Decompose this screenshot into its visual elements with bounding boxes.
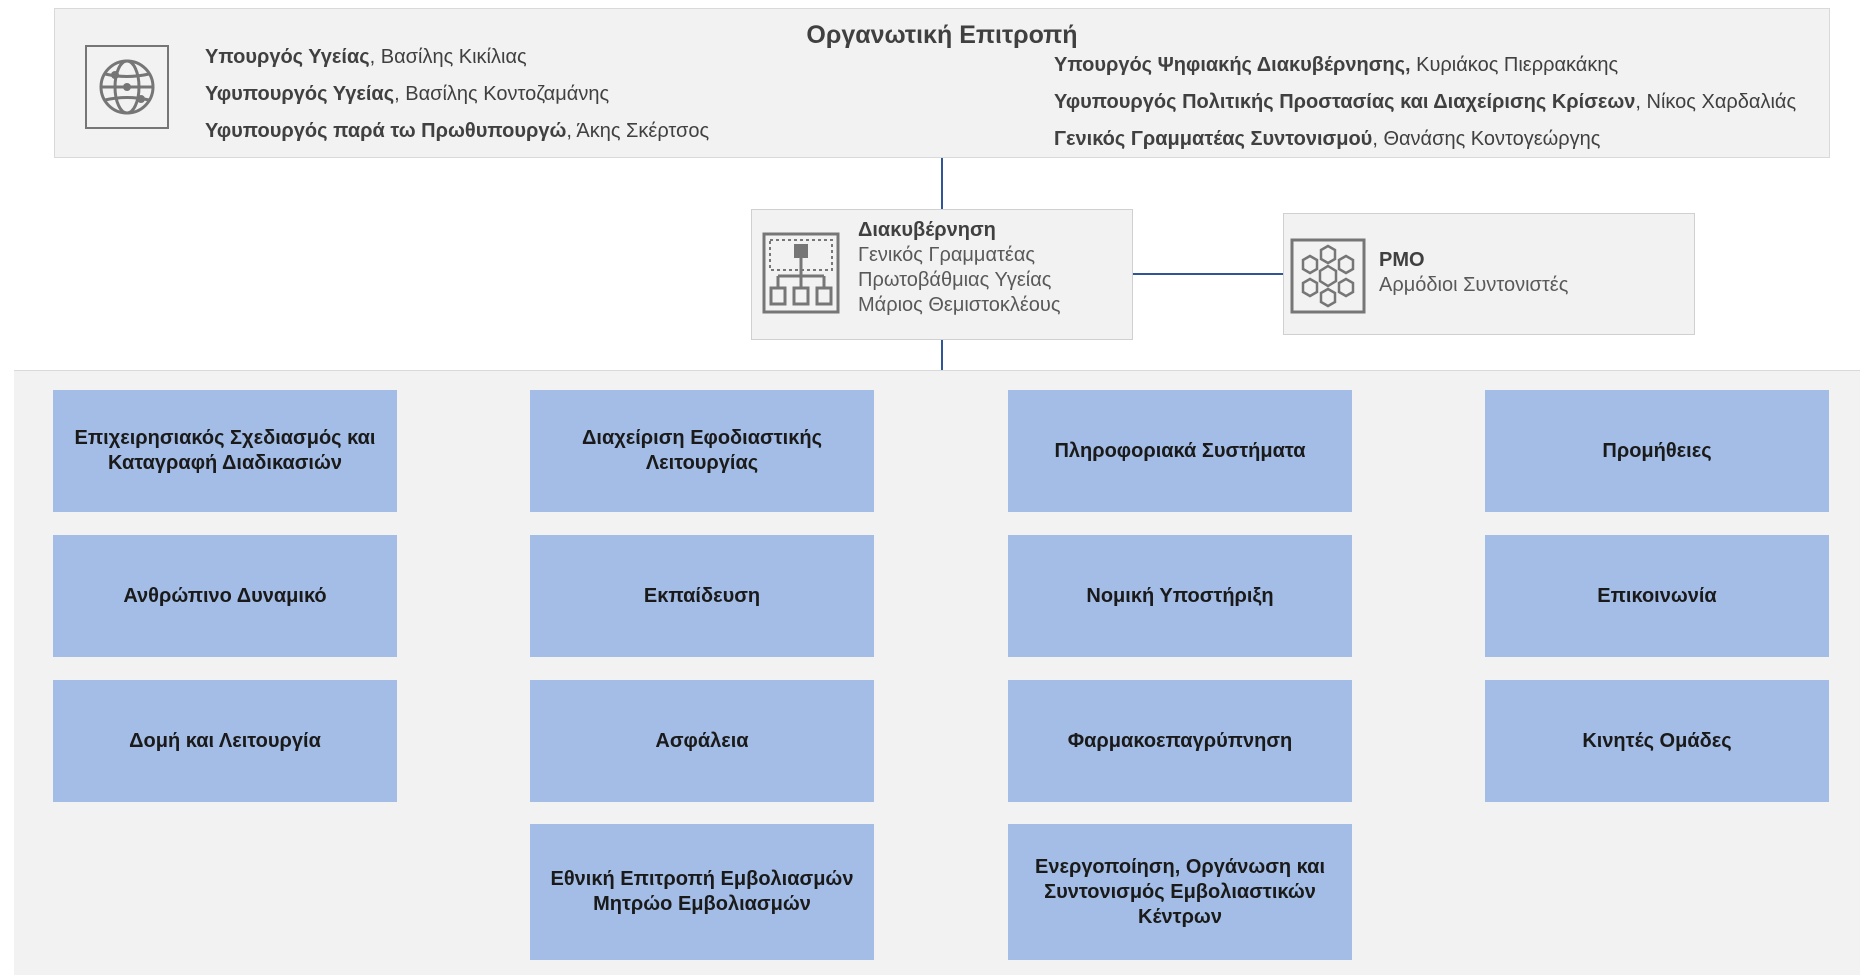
org-hierarchy-icon xyxy=(762,232,840,314)
unit-mobile-teams: Κινητές Ομάδες xyxy=(1485,680,1829,802)
governance-line: Γενικός Γραμματέας xyxy=(858,244,1036,266)
governance-line: Πρωτοβάθμιας Υγείας xyxy=(858,269,1052,291)
pmo-title: PMO xyxy=(1379,249,1425,271)
hexagon-network-icon xyxy=(1290,238,1366,314)
connector-committee-governance xyxy=(941,158,943,209)
organizing-committee-title: Οργανωτική Επιτροπή xyxy=(806,21,1078,49)
unit-legal-support: Νομική Υποστήριξη xyxy=(1008,535,1352,657)
governance-line: Μάριος Θεμιστοκλέους xyxy=(858,294,1061,316)
member-minister-health: Υπουργός Υγείας, Βασίλης Κικίλιας xyxy=(205,46,527,69)
governance-title: Διακυβέρνηση xyxy=(858,219,996,241)
member-name: , Βασίλης Κοντοζαμάνης xyxy=(394,83,610,105)
unit-human-resources: Ανθρώπινο Δυναμικό xyxy=(53,535,397,657)
member-name: , Άκης Σκέρτσος xyxy=(566,120,710,142)
member-name: , Βασίλης Κικίλιας xyxy=(369,46,527,68)
unit-structure-operation: Δομή και Λειτουργία xyxy=(53,680,397,802)
member-minister-digital-governance: Υπουργός Ψηφιακής Διακυβέρνησης, Κυριάκο… xyxy=(1054,54,1618,77)
member-role: Υφυπουργός παρά τω Πρωθυπουργώ xyxy=(205,120,567,142)
unit-information-systems: Πληροφοριακά Συστήματα xyxy=(1008,390,1352,512)
unit-training: Εκπαίδευση xyxy=(530,535,874,657)
unit-security: Ασφάλεια xyxy=(530,680,874,802)
unit-communication: Επικοινωνία xyxy=(1485,535,1829,657)
globe-network-icon-graphic xyxy=(99,59,155,115)
unit-pharmacovigilance: Φαρμακοεπαγρύπνηση xyxy=(1008,680,1352,802)
member-secretary-general-coordination: Γενικός Γραμματέας Συντονισμού, Θανάσης … xyxy=(1054,128,1600,151)
member-role: Υπουργός Ψηφιακής Διακυβέρνησης, xyxy=(1054,54,1411,76)
pmo-subtitle: Αρμόδιοι Συντονιστές xyxy=(1379,274,1569,296)
connector-governance-units xyxy=(941,340,943,371)
member-name: Κυριάκος Πιερρακάκης xyxy=(1410,54,1619,76)
pmo-node: PMO Αρμόδιοι Συντονιστές xyxy=(1283,213,1695,335)
member-role: Υπουργός Υγείας xyxy=(205,46,370,68)
pmo-text: PMO Αρμόδιοι Συντονιστές xyxy=(1379,248,1568,298)
member-role: Υφυπουργός Πολιτικής Προστασίας και Διαχ… xyxy=(1054,91,1636,113)
globe-network-icon xyxy=(85,45,169,129)
governance-node: Διακυβέρνηση Γενικός Γραμματέας Πρωτοβάθ… xyxy=(751,209,1133,340)
member-deputy-minister-health: Υφυπουργός Υγείας, Βασίλης Κοντοζαμάνης xyxy=(205,83,609,106)
unit-vaccination-committee-registry: Εθνική Επιτροπή Εμβολιασμών Μητρώο Εμβολ… xyxy=(530,824,874,960)
member-role: Υφυπουργός Υγείας xyxy=(205,83,395,105)
unit-procurement: Προμήθειες xyxy=(1485,390,1829,512)
member-name: , Θανάσης Κοντογεώργης xyxy=(1372,128,1601,150)
unit-vaccination-centers: Ενεργοποίηση, Οργάνωση και Συντονισμός Ε… xyxy=(1008,824,1352,960)
unit-supply-chain-management: Διαχείριση Εφοδιαστικής Λειτουργίας xyxy=(530,390,874,512)
member-deputy-minister-pm: Υφυπουργός παρά τω Πρωθυπουργώ, Άκης Σκέ… xyxy=(205,120,709,143)
unit-operational-planning: Επιχειρησιακός Σχεδιασμός και Καταγραφή … xyxy=(53,390,397,512)
member-name: , Νίκος Χαρδαλιάς xyxy=(1635,91,1797,113)
connector-governance-pmo xyxy=(1133,273,1283,275)
member-role: Γενικός Γραμματέας Συντονισμού xyxy=(1054,128,1373,150)
governance-text: Διακυβέρνηση Γενικός Γραμματέας Πρωτοβάθ… xyxy=(858,218,1061,318)
organizing-committee-panel: Οργανωτική Επιτροπή Υπουργός Υγείας, Βασ… xyxy=(54,8,1830,158)
member-deputy-minister-civil-protection: Υφυπουργός Πολιτικής Προστασίας και Διαχ… xyxy=(1054,91,1796,114)
